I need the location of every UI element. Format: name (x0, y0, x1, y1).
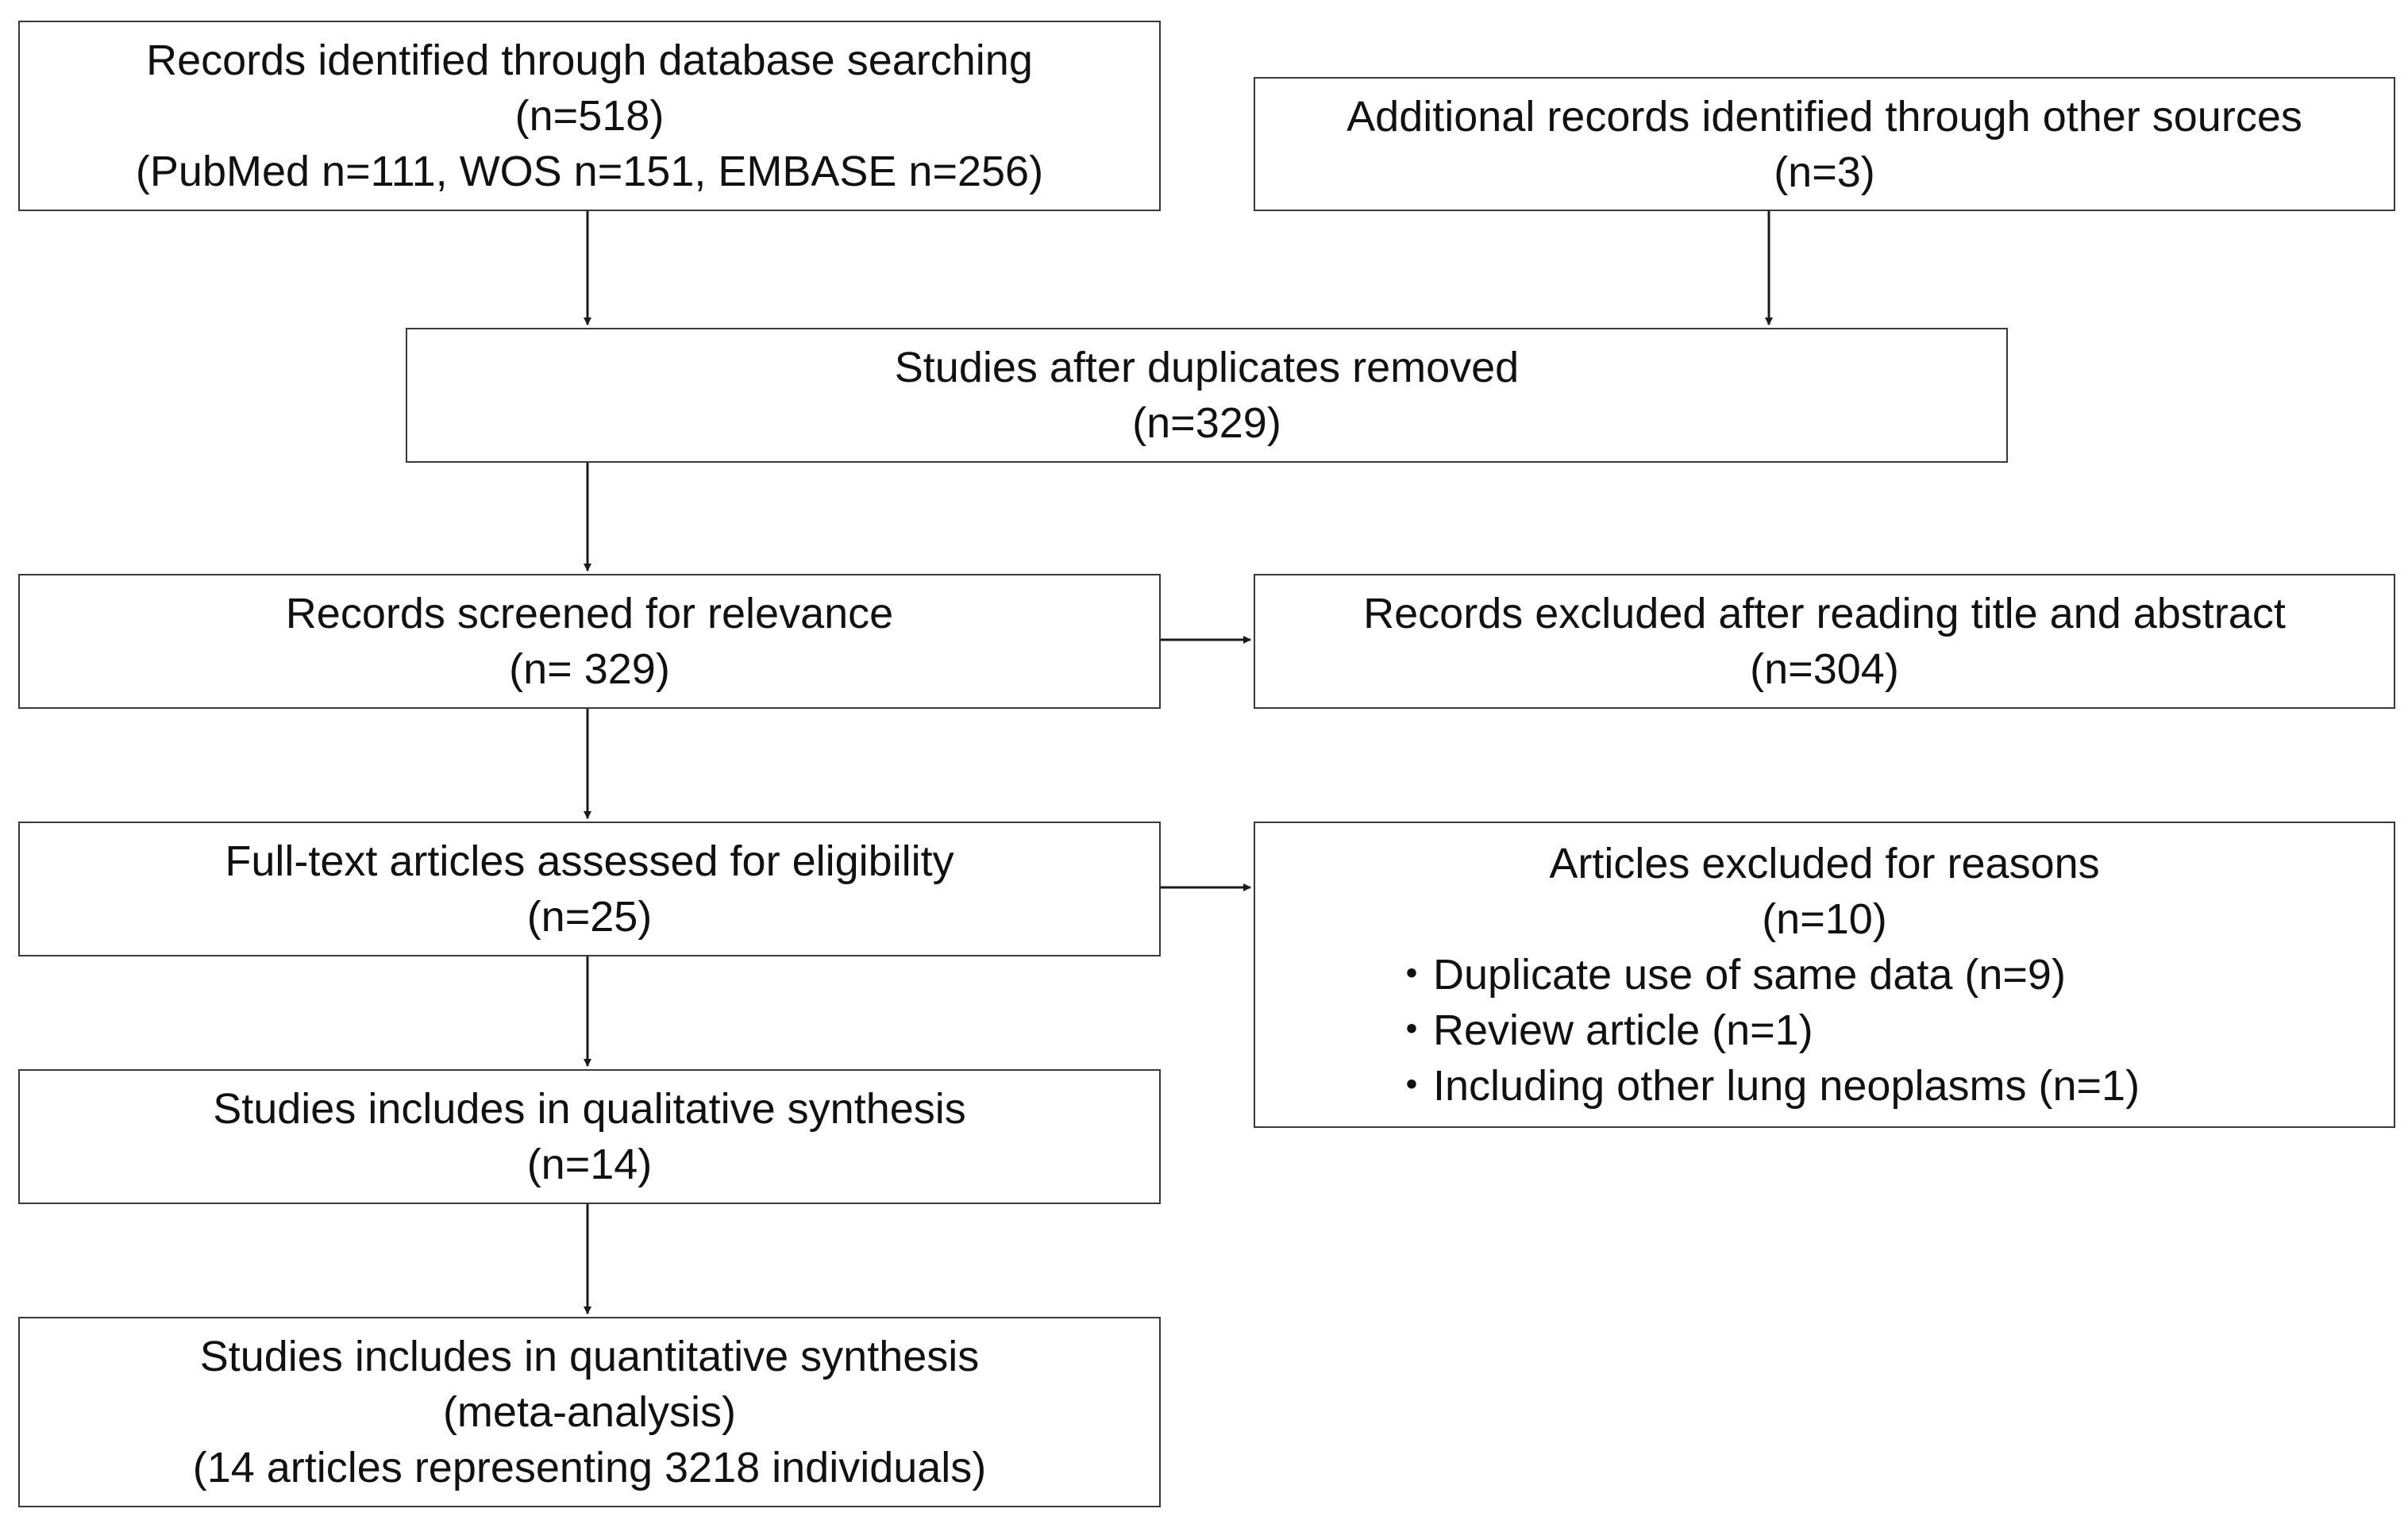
database-search-breakdown: (PubMed n=111, WOS n=151, EMBASE n=256) (135, 148, 1044, 195)
qualitative-synthesis-count: (n=14) (526, 1141, 653, 1188)
duplicates-removed-title: Studies after duplicates removed (894, 344, 1520, 391)
excluded-title-abstract-count: (n=304) (1750, 645, 1899, 693)
other-sources-box: Additional records identified through ot… (1254, 77, 2395, 211)
screened-title: Records screened for relevance (285, 590, 894, 637)
database-search-box: Records identified through database sear… (18, 21, 1161, 211)
excluded-reason-item: ・Review article (n=1) (1390, 1006, 1813, 1054)
full-text-title: Full-text articles assessed for eligibil… (225, 837, 954, 885)
quantitative-synthesis-box: Studies includes in quantitative synthes… (18, 1317, 1161, 1507)
full-text-box: Full-text articles assessed for eligibil… (18, 822, 1161, 956)
quantitative-synthesis-detail: (14 articles representing 3218 individua… (192, 1444, 987, 1491)
excluded-reason-item: ・Including other lung neoplasms (n=1) (1390, 1062, 2140, 1110)
excluded-reasons-count: (n=10) (1762, 895, 1887, 943)
duplicates-removed-count: (n=329) (1132, 399, 1281, 447)
excluded-title-abstract-box: Records excluded after reading title and… (1254, 574, 2395, 709)
qualitative-synthesis-box: Studies includes in qualitative synthesi… (18, 1069, 1161, 1204)
screened-box: Records screened for relevance (n= 329) (18, 574, 1161, 709)
database-search-title: Records identified through database sear… (146, 37, 1033, 84)
database-search-count: (n=518) (514, 92, 665, 140)
duplicates-removed-box: Studies after duplicates removed (n=329) (406, 328, 2008, 463)
excluded-reasons-title: Articles excluded for reasons (1549, 840, 2100, 887)
qualitative-synthesis-title: Studies includes in qualitative synthesi… (213, 1085, 966, 1133)
other-sources-count: (n=3) (1774, 148, 1875, 196)
excluded-title-abstract-title: Records excluded after reading title and… (1363, 590, 2286, 637)
full-text-count: (n=25) (526, 893, 653, 941)
screened-count: (n= 329) (509, 645, 670, 693)
quantitative-synthesis-subtitle: (meta-analysis) (442, 1388, 737, 1436)
excluded-reasons-list: ・Duplicate use of same data (n=9) ・Revie… (1390, 947, 2140, 1114)
excluded-reasons-box: Articles excluded for reasons (n=10) ・Du… (1254, 822, 2395, 1128)
excluded-reason-item: ・Duplicate use of same data (n=9) (1390, 951, 2066, 999)
other-sources-title: Additional records identified through ot… (1347, 92, 2302, 140)
quantitative-synthesis-title: Studies includes in quantitative synthes… (199, 1333, 980, 1380)
